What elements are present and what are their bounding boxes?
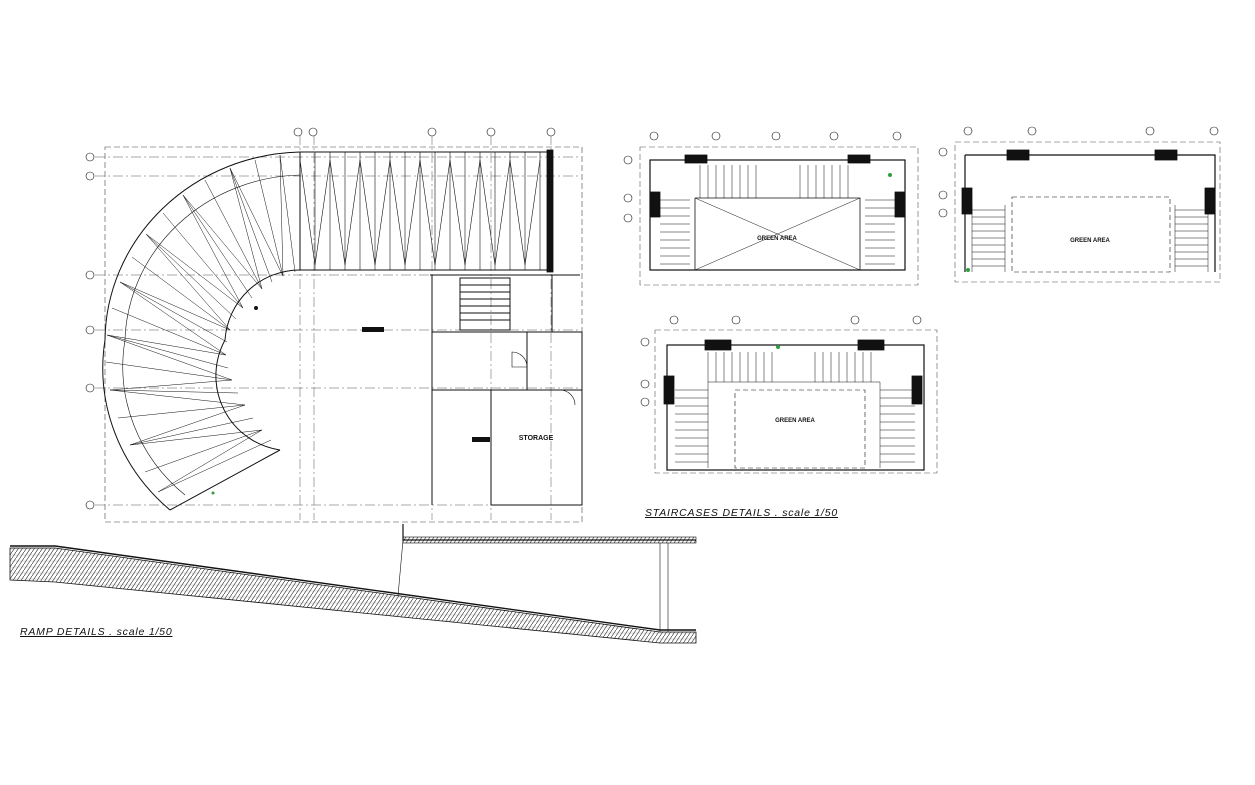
stair-plan-1-treads [660,165,895,265]
stair-plan-3-frame [654,329,938,474]
straight-ramp-treads [299,152,541,270]
curved-ramp-mid [122,174,301,496]
curved-ramp-inner [215,269,301,451]
curved-ramp-radials [105,154,296,493]
ramp-section-ground [9,547,697,644]
ramp-section-slab-fill [402,536,697,544]
green-area-label-2: GREEN AREA [1070,238,1110,244]
curved-ramp-end [169,449,281,511]
stair-plan-1: GREEN AREA [623,131,919,286]
staircases-details-caption: STAIRCASES DETAILS . scale 1/50 [645,507,839,519]
stair-plan-3: GREEN AREA [640,315,938,474]
stair-plan-1-frame [639,146,919,286]
stair-plan-3-treads [675,352,915,468]
ramp-section-surface [10,545,696,631]
column-mark-2 [472,437,490,442]
stair-plan-2: GREEN AREA [938,126,1221,283]
storage-label: STORAGE [519,435,554,442]
curved-ramp-outer [102,151,301,511]
grid-bubbles [85,127,556,510]
ramp-plan: STORAGE [85,127,583,523]
ramp-plan-grid [95,135,580,520]
green-area-label-3: GREEN AREA [775,418,815,424]
ramp-plan-rooms [430,274,583,506]
stair-plan-2-frame [954,141,1221,283]
ramp-details-caption: RAMP DETAILS . scale 1/50 [20,626,173,638]
stair-plan-2-treads [971,205,1209,272]
ramp-section [9,524,697,644]
column-mark [362,327,384,332]
green-area-label-1: GREEN AREA [757,236,797,242]
ramp-edge-wall [546,149,554,273]
